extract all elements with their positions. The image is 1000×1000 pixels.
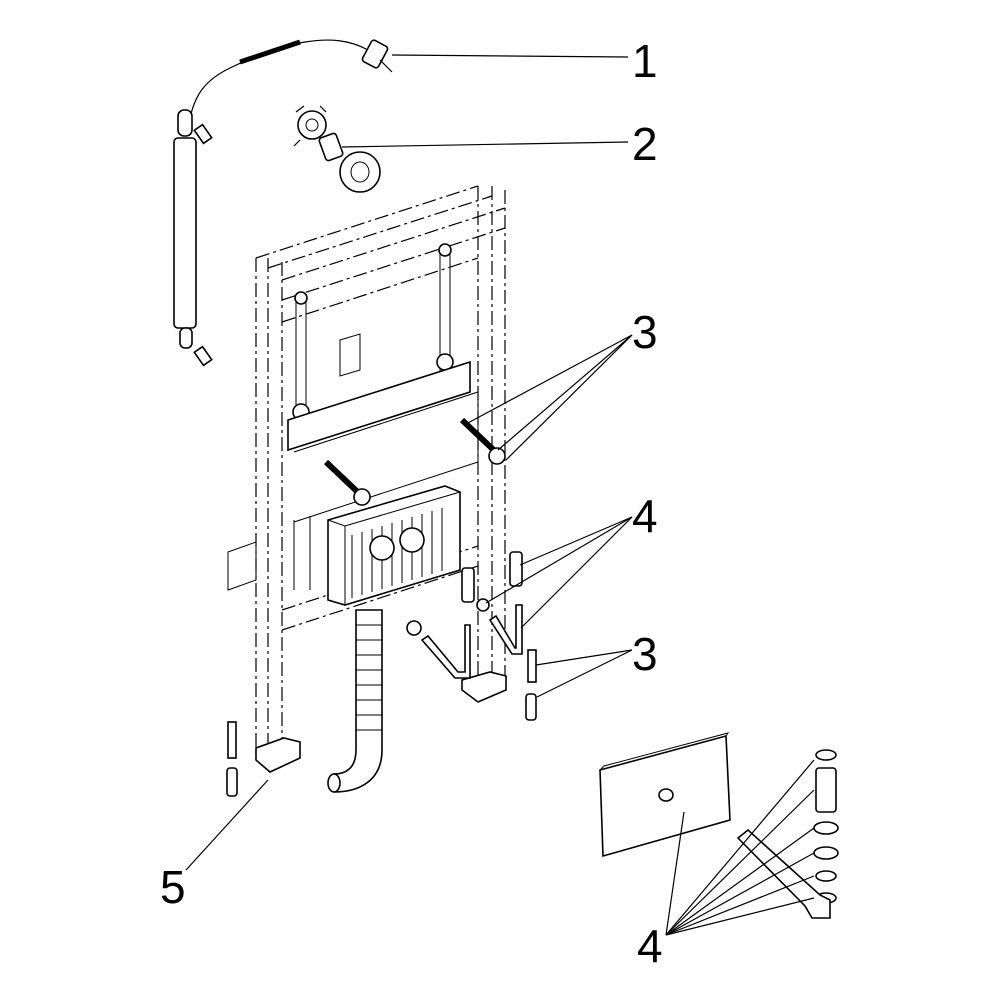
- part-5-fixing-screws: [226, 721, 238, 797]
- installation-frame: [227, 185, 507, 773]
- callout-4-lower: 4: [637, 920, 663, 972]
- drain-hose: [327, 609, 383, 793]
- concealed-valve-box: [327, 485, 461, 606]
- callout-4-upper: 4: [632, 490, 658, 542]
- part-3-threaded-rods: [323, 417, 506, 506]
- part-4-connection-pipes: [406, 551, 523, 679]
- part-1-gas-spring-with-cable: [173, 39, 393, 367]
- callout-2: 2: [632, 118, 658, 170]
- callout-1: 1: [632, 35, 658, 87]
- part-3-screws-and-plugs: [525, 649, 537, 721]
- callout-3-upper: 3: [632, 306, 658, 358]
- callout-3-lower: 3: [632, 628, 658, 680]
- callout-5: 5: [160, 861, 186, 913]
- part-4-siphon-kit: [736, 749, 839, 919]
- leader-lines: [185, 54, 815, 936]
- part-4-cover-plate: [599, 732, 731, 858]
- part-2-actuator-and-rosette: [293, 105, 381, 193]
